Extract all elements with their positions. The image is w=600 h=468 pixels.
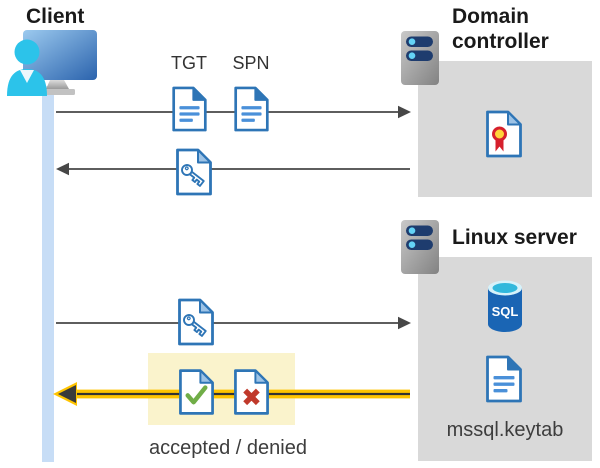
monitor-base [41,89,75,95]
certificate-seal-icon [492,126,507,152]
domain-controller-title: Domain controller [452,5,549,53]
client-label: Client [26,5,85,28]
tgt-label: TGT [171,53,207,73]
result-label: accepted / denied [149,437,307,459]
result-highlight-box [148,353,295,425]
spn-document-icon [234,86,269,132]
monitor-icon [23,30,97,80]
domain-controller-server-icon [401,31,439,85]
spn-label: SPN [232,53,270,73]
tgt-document-icon [172,86,207,132]
linux-server-icon [401,220,439,274]
key-icon [181,164,205,187]
linux-server-title: Linux server [452,226,577,249]
sql-label: SQL [492,304,519,319]
client-computer-user-icon [7,30,97,96]
monitor-stand [46,80,69,89]
kerberos-ticket-key-document-icon-2 [178,298,214,346]
certificate-document-icon [486,110,522,158]
denied-document-icon [234,369,269,415]
sql-database-icon: SQL [488,280,522,332]
client-timeline [42,86,54,462]
keytab-document-icon [486,355,522,403]
arrow-client-to-linux [56,316,411,330]
user-icon [7,39,47,96]
keytab-label: mssql.keytab [446,419,564,441]
kerberos-ticket-key-document-icon [176,148,212,196]
arrow-dc-to-client [56,162,410,176]
accepted-document-icon [179,369,214,415]
